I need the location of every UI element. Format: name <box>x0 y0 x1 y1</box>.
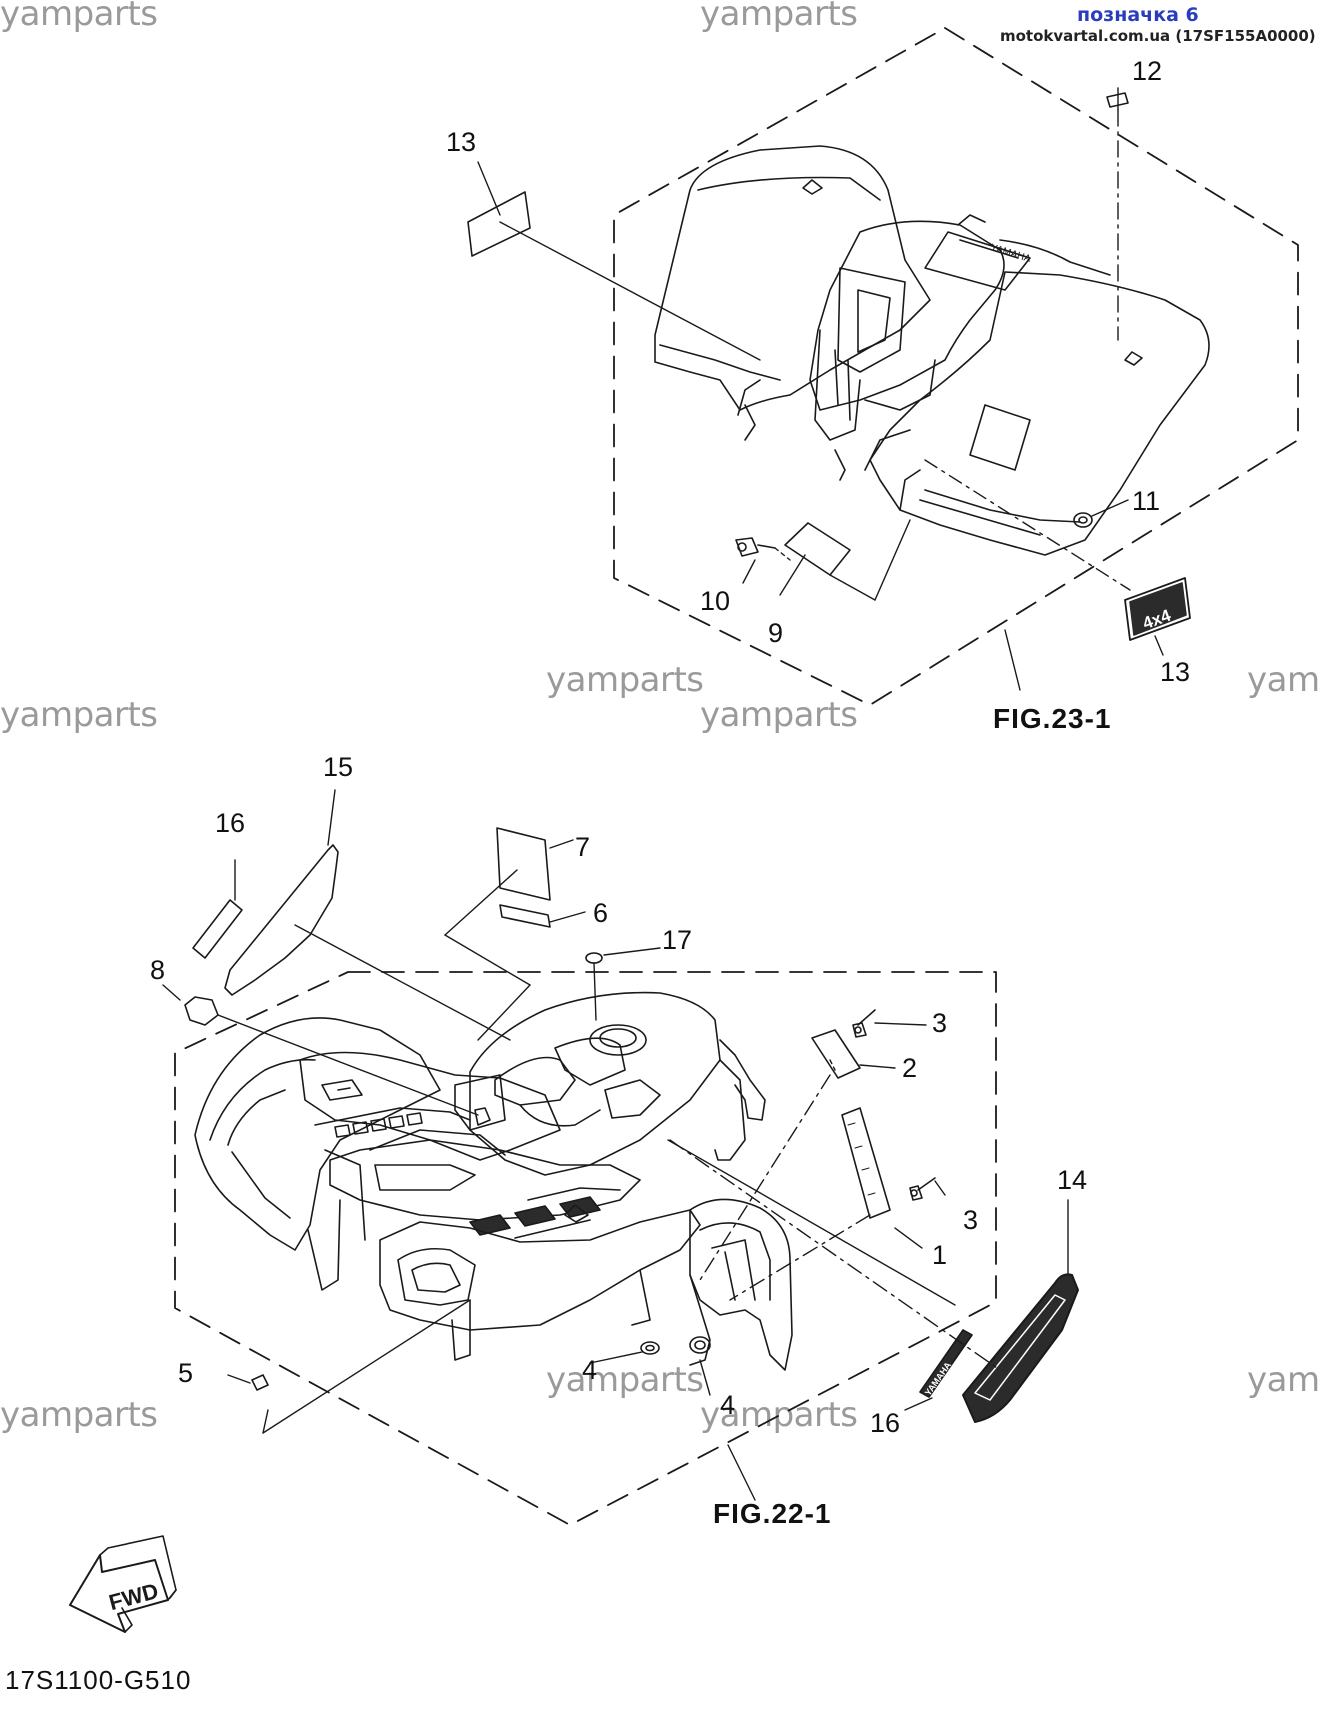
grommet-part-11 <box>1073 512 1093 528</box>
rear-assembly-boundary <box>613 27 1299 706</box>
watermark: yamparts <box>700 0 858 34</box>
callout-11: 11 <box>1132 486 1161 516</box>
figure-ref-front: FIG.22-1 <box>713 1498 832 1529</box>
callout-17: 17 <box>662 925 693 955</box>
watermark: yamparts <box>546 1360 704 1400</box>
callout-12: 12 <box>1132 56 1163 86</box>
front-assembly-boundary <box>174 971 997 1526</box>
decal-part-12 <box>1106 92 1129 108</box>
callout-13: 13 <box>446 127 477 157</box>
callout-15: 15 <box>323 752 354 782</box>
callout-5: 5 <box>178 1358 194 1388</box>
callout-3: 3 <box>963 1205 979 1235</box>
decal-part-15 <box>224 844 339 996</box>
callout-7: 7 <box>575 832 591 862</box>
rear-leader-lines <box>477 87 1164 691</box>
decal-grizzly-part-14: GRIZZLY 660 <box>962 1273 1127 1427</box>
watermark-partial: yam <box>1247 1360 1318 1400</box>
callout-3: 3 <box>932 1008 948 1038</box>
drawing-code: 17S1100-G510 <box>5 1665 192 1695</box>
bolt-part-10 <box>735 537 776 557</box>
callout-13: 13 <box>1160 657 1191 687</box>
callout-10: 10 <box>700 586 731 616</box>
watermark: yamparts <box>0 695 158 735</box>
rear-fender: YAMAHA <box>654 145 1210 556</box>
plate-part-2 <box>811 1029 861 1079</box>
decal-part-6 <box>499 904 551 928</box>
callout-6: 6 <box>593 898 609 928</box>
decal-yamaha-part-16: YAMAHA <box>919 1329 973 1398</box>
panel-part-1 <box>841 1107 891 1219</box>
callout-14: 14 <box>1057 1165 1088 1195</box>
fwd-arrow-icon: FWD <box>69 1535 177 1633</box>
callout-1: 1 <box>932 1240 948 1270</box>
rear-brand-emboss: YAMAHA <box>989 242 1032 265</box>
bolt-part-3-lower <box>909 1177 936 1201</box>
front-grille <box>469 1187 621 1239</box>
watermark: yamparts <box>0 1395 158 1435</box>
cap-part-17 <box>585 952 603 964</box>
decal-part-5 <box>251 1374 269 1391</box>
watermark: yamparts <box>0 0 158 34</box>
watermark-partial: yam <box>1247 660 1318 700</box>
bolt-part-3-upper <box>852 1009 876 1038</box>
watermark: yamparts <box>546 660 704 700</box>
front-leader-lines <box>162 789 1069 1501</box>
indicator-windows <box>334 1112 423 1138</box>
callout-9: 9 <box>768 618 784 648</box>
callout-4: 4 <box>582 1355 598 1385</box>
figure-ref-rear: FIG.23-1 <box>993 703 1112 734</box>
callout-16: 16 <box>870 1408 901 1438</box>
watermark: yamparts <box>700 695 858 735</box>
grommet-part-4-right <box>689 1336 711 1354</box>
callout-4: 4 <box>720 1390 736 1420</box>
cover-part-8 <box>184 996 219 1026</box>
grommet-part-4-left <box>640 1341 660 1355</box>
watermark: yamparts <box>700 1395 858 1435</box>
header-label: позначка 6 <box>1077 4 1199 26</box>
callout-8: 8 <box>150 955 166 985</box>
decal-4x4-part-13: 4x4 <box>1124 577 1191 641</box>
callout-2: 2 <box>902 1053 918 1083</box>
front-fender <box>194 991 793 1371</box>
decal-part-13-left <box>467 191 531 257</box>
decal-part-16-left <box>192 899 243 959</box>
plate-part-9 <box>784 522 851 576</box>
callout-16: 16 <box>215 808 246 838</box>
header-source: motokvartal.com.ua (17SF155A0000) <box>1000 27 1316 45</box>
decal-part-7 <box>496 827 551 901</box>
